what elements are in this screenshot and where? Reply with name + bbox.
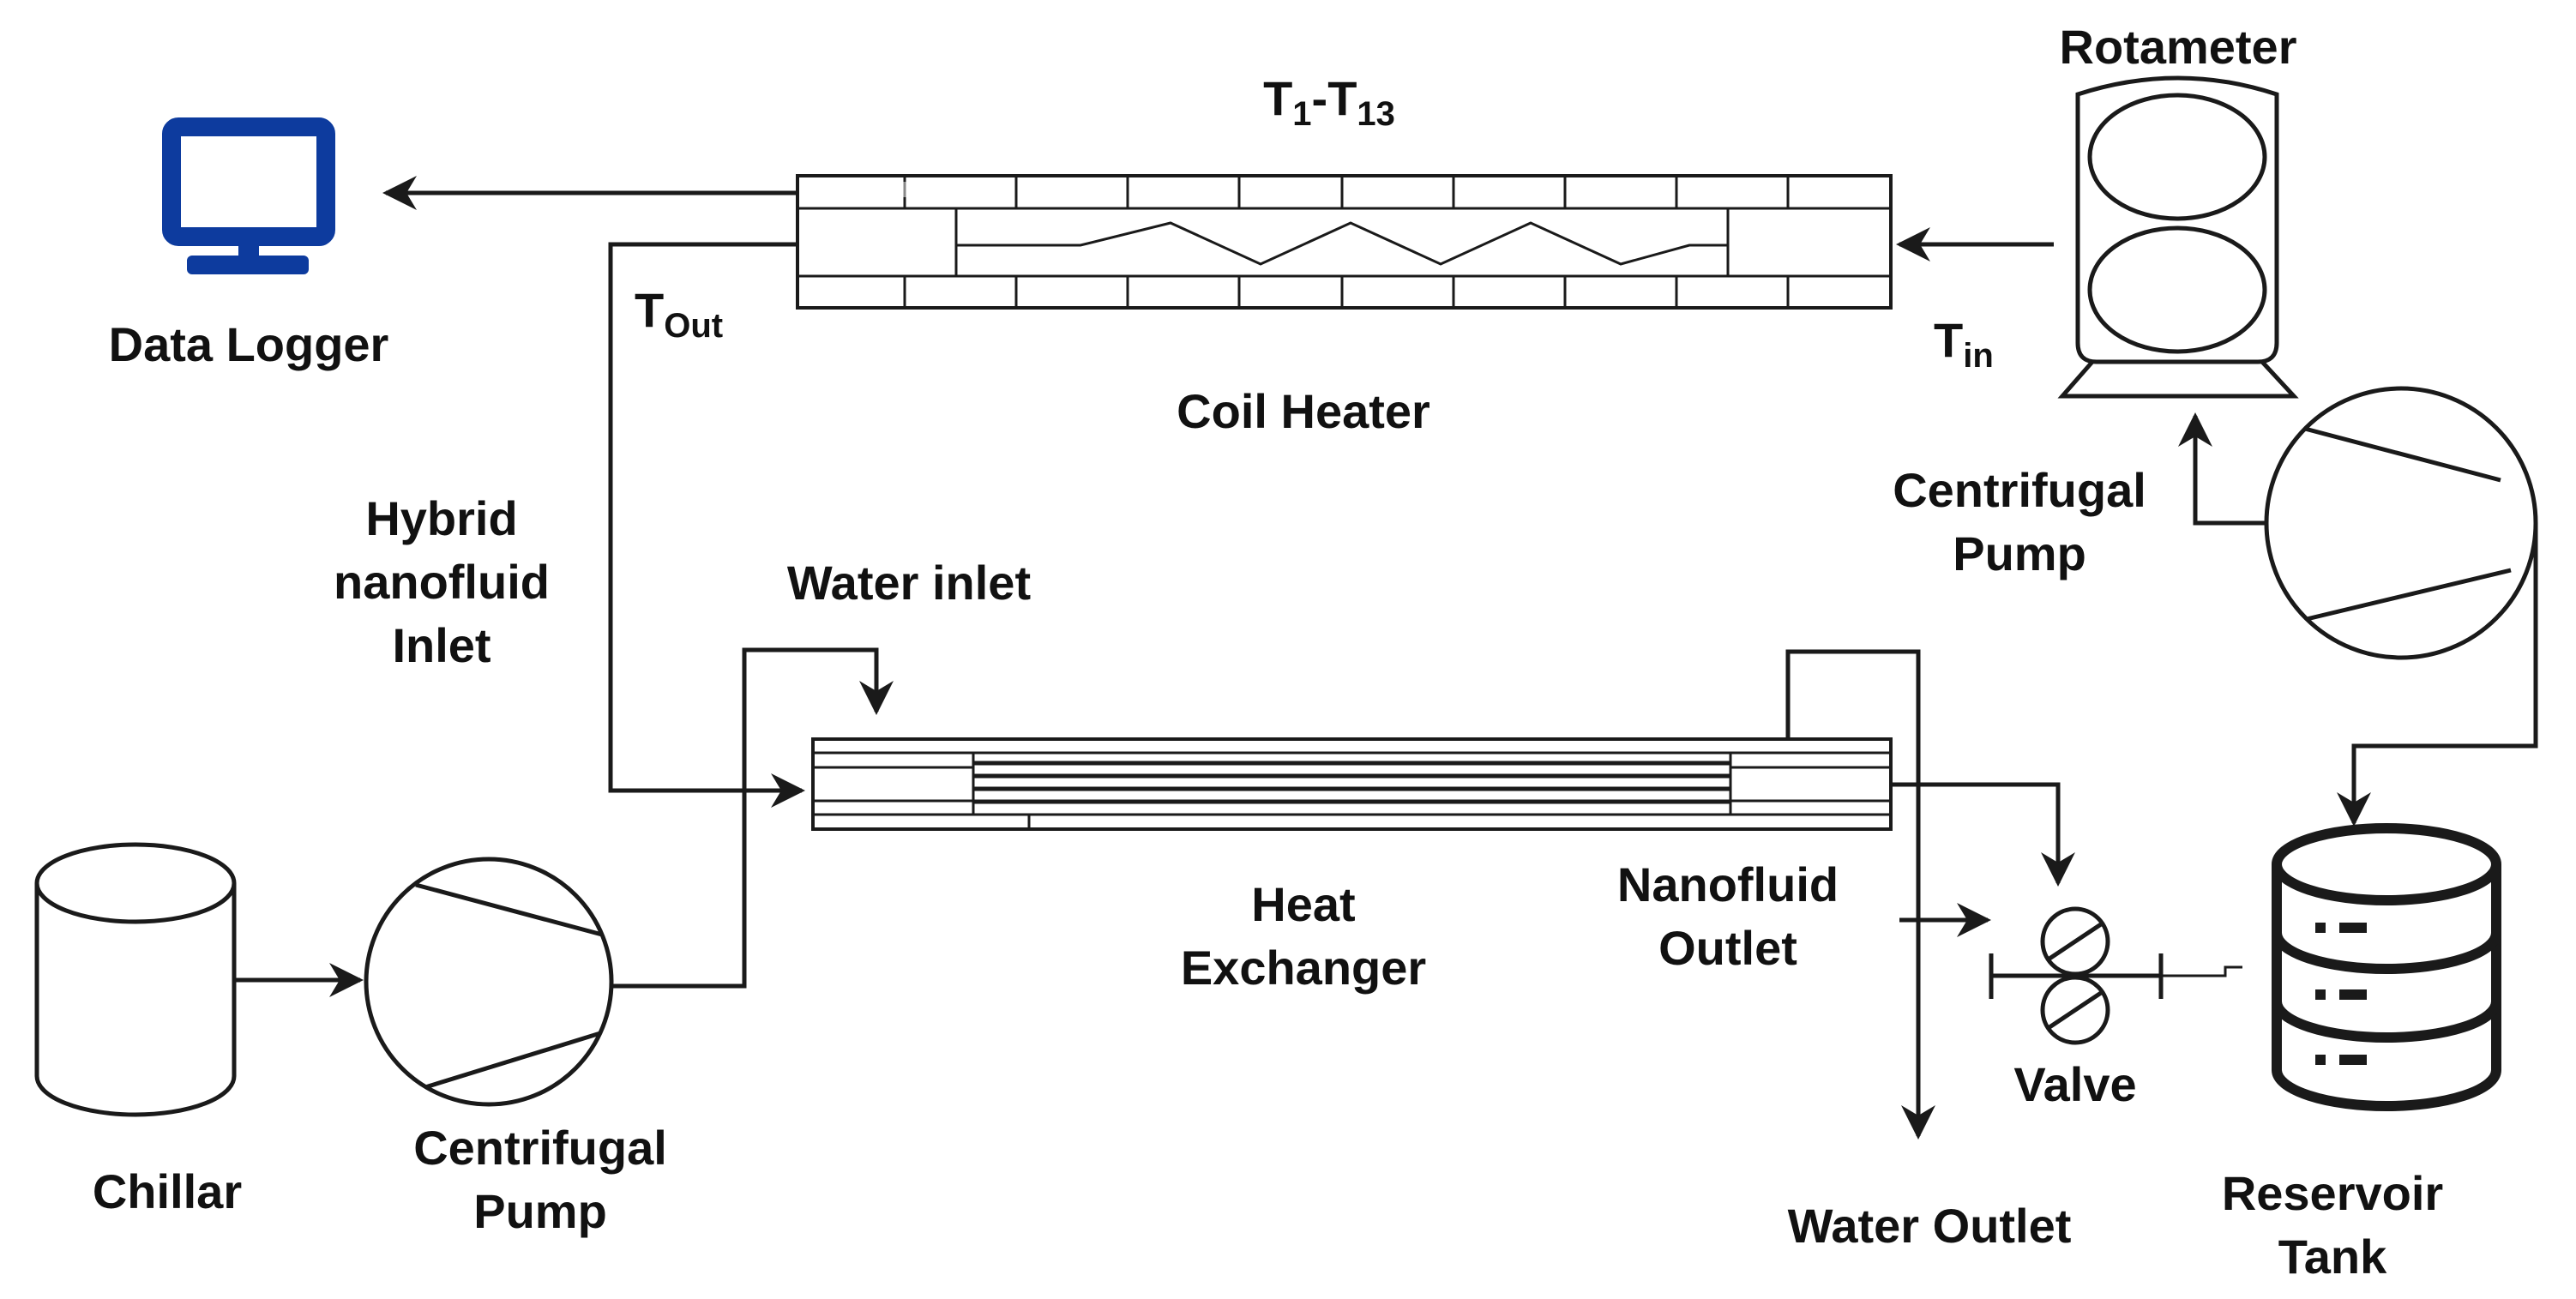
rotameter-label: Rotameter <box>2059 20 2297 74</box>
heat-exchanger <box>811 737 1893 831</box>
pump-to-tank-line <box>2337 523 2538 827</box>
valve-icon <box>1989 906 2164 1045</box>
water-outlet-line <box>1785 649 1935 1140</box>
pump-to-exchanger-water-line <box>611 647 894 989</box>
pump-icon <box>364 857 614 1107</box>
sensors-label-sub1: 1 <box>1292 95 1312 134</box>
pump-to-rotameter-line <box>2178 412 2266 526</box>
water-outlet-label: Water Outlet <box>1787 1199 2072 1253</box>
t-out-main: T <box>635 283 665 337</box>
sensors-label: T1-T13 <box>1175 67 1484 146</box>
chiller-icon <box>34 842 237 1117</box>
data-logger-label: Data Logger <box>108 317 389 371</box>
coil-heater <box>796 174 1893 310</box>
valve-label: Valve <box>2013 1057 2137 1111</box>
water-inlet-label: Water inlet <box>786 556 1032 610</box>
monitor-icon <box>162 117 335 274</box>
t-in-sub: in <box>1963 337 1994 376</box>
heater-to-exchanger-line <box>608 242 805 808</box>
valve-to-tank-line <box>2161 965 2242 977</box>
sensors-label-sub2: 13 <box>1357 95 1395 134</box>
t-in-label: Tin <box>1934 309 2062 388</box>
sensors-label-main: T <box>1263 71 1293 125</box>
database-icon <box>2272 823 2501 1111</box>
chillar-label: Chillar <box>92 1164 243 1218</box>
t-out-label: TOut <box>635 279 806 358</box>
exchanger-to-valve-line <box>1891 782 2075 887</box>
flow-lines <box>234 176 2538 1140</box>
centrifugal-pump-right-label: Centrifugal Pump <box>1893 463 2146 580</box>
coil-heater-label: Coil Heater <box>1177 384 1430 438</box>
heat-exchanger-label: Heat Exchanger <box>1180 877 1427 995</box>
t-in-main: T <box>1934 313 1964 367</box>
reservoir-tank-label: Reservoir Tank <box>2221 1166 2444 1284</box>
centrifugal-pump-left-label: Centrifugal Pump <box>413 1121 667 1238</box>
nanofluid-outlet-label: Nanofluid Outlet <box>1616 857 1839 975</box>
pump-icon <box>2264 386 2538 660</box>
sensors-label-dash: -T <box>1311 71 1357 125</box>
t-out-sub: Out <box>664 307 724 346</box>
hybrid-nanofluid-inlet-label: Hybrid nanofluid Inlet <box>334 491 550 672</box>
rotameter-icon <box>2057 75 2299 399</box>
